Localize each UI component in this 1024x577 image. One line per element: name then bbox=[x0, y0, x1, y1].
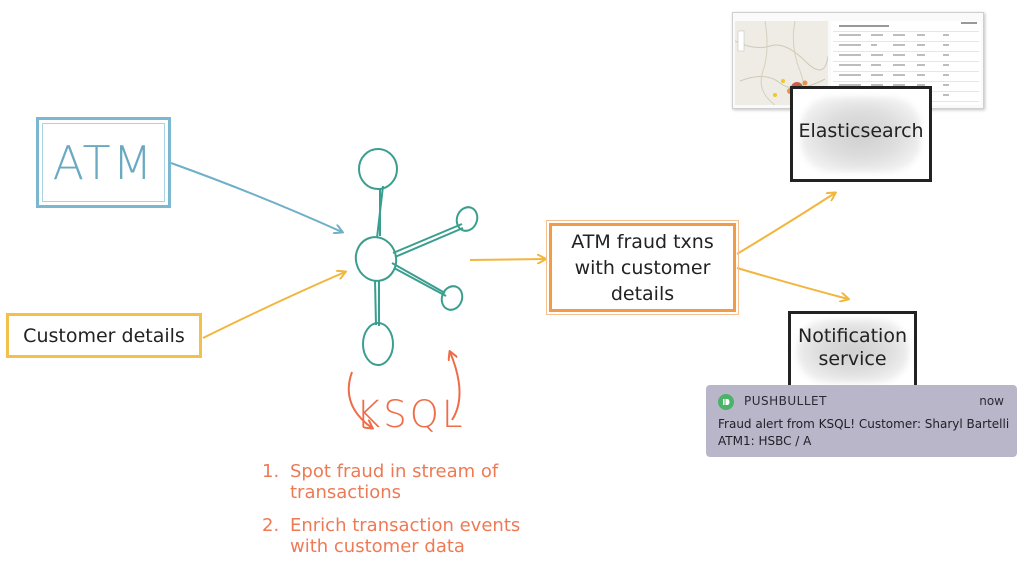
ksql-node-graph bbox=[354, 148, 479, 366]
note-number: 2. bbox=[262, 515, 280, 536]
blurred-logo bbox=[797, 319, 909, 383]
customer-details-label: Customer details bbox=[23, 324, 185, 347]
list-item: 1. Spot fraud in stream of transactions bbox=[262, 461, 592, 503]
customer-details-box: Customer details bbox=[6, 313, 202, 358]
ksql-label: KSQL bbox=[356, 393, 466, 436]
list-item: 2. Enrich transaction events with custom… bbox=[262, 515, 592, 557]
arrow-customer-to-ksql bbox=[202, 272, 345, 339]
note-text: Spot fraud in stream of transactions bbox=[290, 461, 499, 503]
curved-arrow-right bbox=[450, 352, 461, 421]
arrow-output-to-notification bbox=[736, 267, 848, 299]
ksql-notes-list: 1. Spot fraud in stream of transactions … bbox=[262, 461, 592, 569]
arrow-output-to-elasticsearch bbox=[736, 193, 835, 255]
note-number: 1. bbox=[262, 461, 280, 482]
curved-arrow-left bbox=[347, 371, 372, 428]
note-text: Enrich transaction events with customer … bbox=[290, 515, 521, 557]
blurred-logo bbox=[801, 97, 921, 172]
notification-message: Fraud alert from KSQL! Customer: Sharyl … bbox=[718, 417, 1010, 448]
notification-service-box: Notification service bbox=[788, 311, 917, 391]
elasticsearch-box: Elasticsearch bbox=[790, 86, 932, 182]
notification-service-label: Notification service bbox=[797, 325, 908, 370]
atm-source-box: ATM bbox=[36, 117, 171, 208]
arrow-atm-to-ksql bbox=[170, 162, 342, 232]
pushbullet-icon bbox=[718, 394, 734, 410]
arrow-ksql-to-output bbox=[469, 259, 545, 260]
elasticsearch-label: Elasticsearch bbox=[798, 119, 924, 142]
atm-label: ATM bbox=[52, 135, 155, 190]
fraud-output-label: ATM fraud txns with customer details bbox=[571, 230, 714, 305]
pushbullet-notification-card: PUSHBULLET now Fraud alert from KSQL! Cu… bbox=[706, 385, 1017, 457]
notification-app-name: PUSHBULLET bbox=[744, 394, 827, 408]
fraud-output-box: ATM fraud txns with customer details bbox=[546, 220, 739, 315]
notification-time: now bbox=[979, 394, 1004, 408]
